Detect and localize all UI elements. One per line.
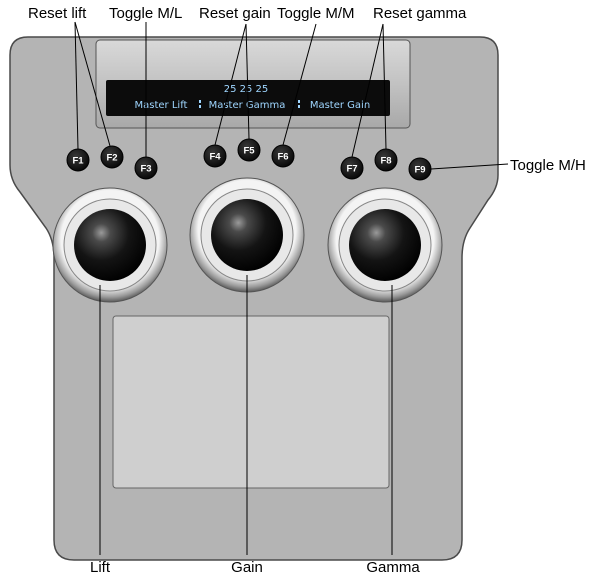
function-key-f2[interactable]: F2 bbox=[100, 145, 124, 169]
function-key-f5[interactable]: F5 bbox=[237, 138, 261, 162]
function-key-f4[interactable]: F4 bbox=[203, 144, 227, 168]
display-label-gamma: Master Gamma bbox=[209, 100, 286, 111]
fkey-label: F2 bbox=[106, 153, 117, 164]
callout-toggle-mh: Toggle M/H bbox=[510, 157, 586, 174]
fkey-label: F7 bbox=[346, 164, 357, 175]
fkey-label: F6 bbox=[277, 152, 288, 163]
display-label-lift: Master Lift bbox=[135, 100, 188, 111]
display-separator bbox=[199, 100, 201, 103]
trackball-lift[interactable] bbox=[52, 187, 168, 303]
display-values: 25 25 25 bbox=[224, 84, 269, 95]
function-key-f9[interactable]: F9 bbox=[408, 157, 432, 181]
callout-gain: Gain bbox=[231, 559, 263, 576]
fkey-label: F3 bbox=[140, 164, 151, 175]
fkey-label: F9 bbox=[414, 165, 425, 176]
callout-reset-gain: Reset gain bbox=[199, 5, 271, 22]
function-key-f8[interactable]: F8 bbox=[374, 148, 398, 172]
function-key-f1[interactable]: F1 bbox=[66, 148, 90, 172]
display-separator bbox=[298, 100, 300, 103]
fkey-label: F4 bbox=[209, 152, 221, 163]
trackball-gamma[interactable] bbox=[327, 187, 443, 303]
function-key-f3[interactable]: F3 bbox=[134, 156, 158, 180]
function-key-f7[interactable]: F7 bbox=[340, 156, 364, 180]
fkey-label: F8 bbox=[380, 156, 391, 167]
trackball-gain[interactable] bbox=[189, 177, 305, 293]
callout-leaders bbox=[74, 21, 509, 555]
function-key-f6[interactable]: F6 bbox=[271, 144, 295, 168]
fkey-label: F5 bbox=[243, 146, 255, 157]
callout-toggle-mm: Toggle M/M bbox=[277, 5, 355, 22]
display-label-gain: Master Gain bbox=[310, 100, 370, 111]
display-separator bbox=[199, 105, 201, 108]
callout-reset-gamma: Reset gamma bbox=[373, 5, 467, 22]
callout-toggle-ml: Toggle M/L bbox=[109, 5, 182, 22]
callout-gamma: Gamma bbox=[366, 559, 420, 576]
touch-pad[interactable] bbox=[112, 315, 390, 489]
callout-reset-lift: Reset lift bbox=[28, 5, 87, 22]
fkey-label: F1 bbox=[72, 156, 84, 167]
display-separator bbox=[298, 105, 300, 108]
callout-lift: Lift bbox=[90, 559, 111, 576]
